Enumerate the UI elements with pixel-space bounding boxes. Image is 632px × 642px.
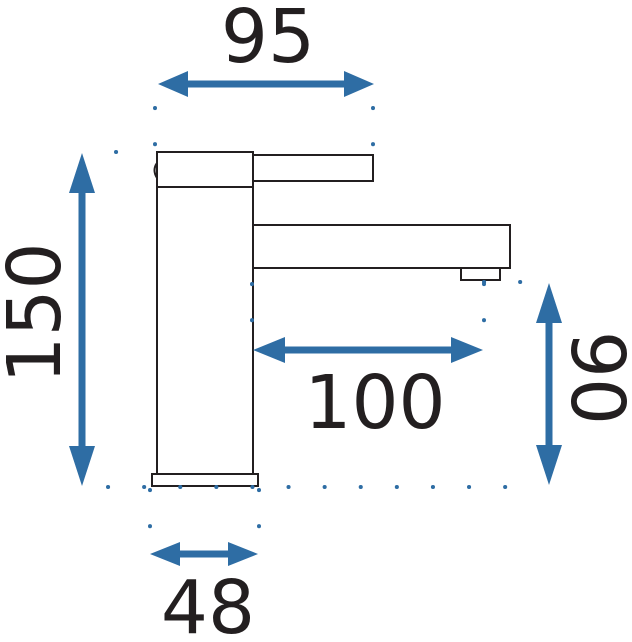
faucet-body bbox=[156, 186, 254, 475]
faucet-base bbox=[151, 473, 259, 487]
faucet-lever bbox=[252, 154, 374, 182]
faucet-cap bbox=[156, 151, 254, 188]
label-total-height: 150 bbox=[0, 242, 78, 383]
faucet-aerator bbox=[460, 267, 501, 281]
label-base-width: 48 bbox=[161, 565, 255, 642]
label-spout-height: 90 bbox=[554, 331, 632, 425]
faucet-spout bbox=[252, 224, 511, 269]
faucet-cap-bevel bbox=[153, 162, 158, 179]
arrow-spout-reach bbox=[253, 337, 483, 363]
arrow-base-width bbox=[150, 542, 258, 566]
dimension-arrows bbox=[69, 71, 562, 566]
extension-lines bbox=[106, 106, 530, 530]
arrow-total-height bbox=[69, 153, 95, 486]
label-spout-reach: 100 bbox=[304, 360, 445, 446]
faucet-outline bbox=[151, 151, 511, 487]
arrow-spout-height bbox=[536, 283, 562, 485]
arrow-top-width bbox=[158, 71, 374, 97]
label-top-width: 95 bbox=[221, 0, 315, 80]
